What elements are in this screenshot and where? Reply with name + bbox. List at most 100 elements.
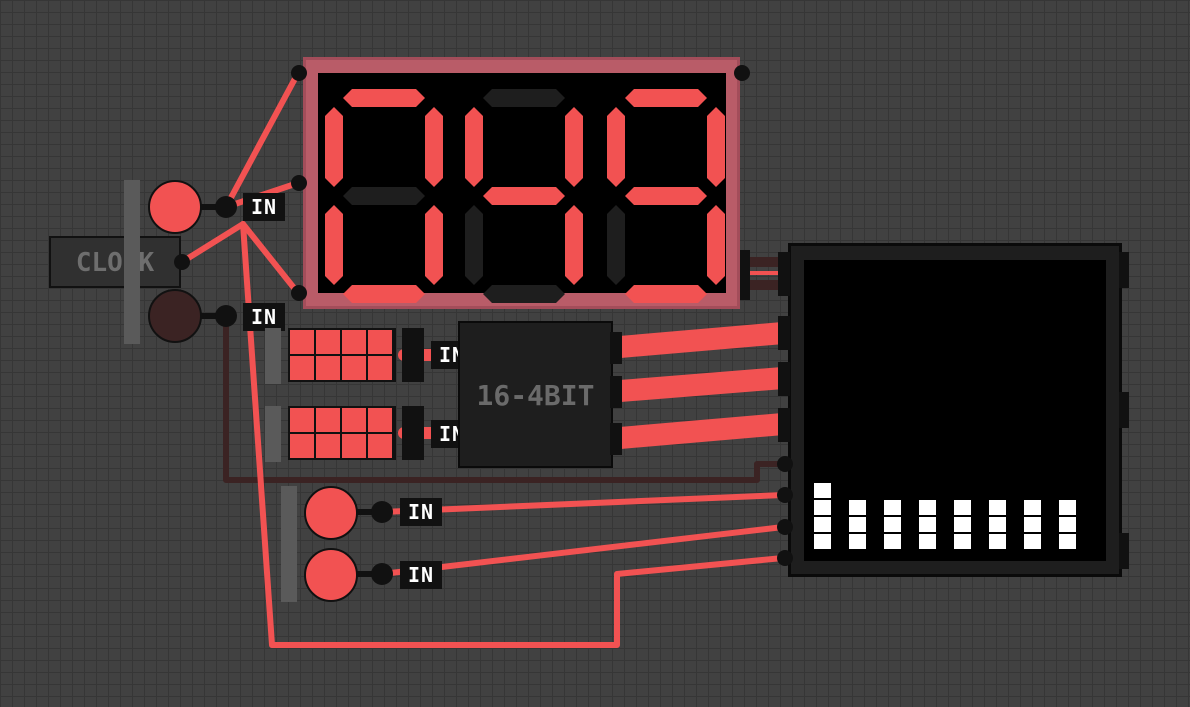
digit-3-segment-c	[707, 205, 725, 285]
display-pin-1[interactable]	[291, 65, 307, 81]
input-2-label: IN	[243, 303, 286, 331]
digit-2-segment-a	[483, 89, 565, 107]
dip-1-connector[interactable]	[402, 328, 424, 382]
digit-1-segment-b	[425, 107, 443, 187]
display-pin-4[interactable]	[734, 65, 750, 81]
screen-bus-in-0[interactable]	[778, 252, 790, 296]
push-button-1[interactable]	[148, 180, 202, 234]
digit-2-segment-b	[565, 107, 583, 187]
display-bus-connector[interactable]	[740, 250, 750, 300]
screen-bar-2-cell-3	[849, 500, 866, 515]
screen-right-pin-2[interactable]	[1119, 392, 1129, 428]
screen-bar-8-cell-2	[1059, 517, 1076, 532]
screen-bar-7-cell-2	[1024, 517, 1041, 532]
splitter-label: 16-4BIT	[476, 379, 595, 412]
input-4-label: IN	[400, 561, 443, 589]
dip-1-handle	[265, 328, 281, 384]
digit-1-segment-c	[425, 205, 443, 285]
screen-bus-in-2[interactable]	[778, 362, 790, 396]
pixel-screen[interactable]	[788, 243, 1122, 577]
button-1-pin[interactable]	[215, 196, 237, 218]
button-2-connector	[200, 313, 220, 319]
digit-3-segment-b	[707, 107, 725, 187]
push-button-3[interactable]	[304, 486, 358, 540]
digit-2-segment-d	[483, 285, 565, 303]
digit-2-segment-c	[565, 205, 583, 285]
digit-3-segment-a	[625, 89, 707, 107]
digit-3-segment-f	[607, 107, 625, 187]
screen-area	[804, 260, 1106, 561]
clock-label: CLOCK	[75, 248, 155, 278]
button-2-pin[interactable]	[215, 305, 237, 327]
screen-bar-4-cell-1	[919, 534, 936, 549]
button-3-pin[interactable]	[371, 501, 393, 523]
screen-pin-a[interactable]	[777, 456, 793, 472]
wire-clock-out	[179, 221, 301, 296]
display-pin-3[interactable]	[291, 285, 307, 301]
screen-bar-1-cell-2	[814, 517, 831, 532]
digit-1-segment-e	[325, 205, 343, 285]
button-3-stem	[281, 486, 297, 602]
screen-bar-1-cell-1	[814, 534, 831, 549]
splitter-out-1[interactable]	[610, 332, 622, 364]
button-3-connector	[356, 509, 376, 515]
screen-bar-3-cell-2	[884, 517, 901, 532]
digit-3-segment-e	[607, 205, 625, 285]
splitter-16-4bit[interactable]: 16-4BIT	[458, 321, 613, 468]
input-1-label: IN	[243, 193, 286, 221]
wire-to-display-top	[223, 70, 301, 210]
wire-long-loop	[240, 221, 786, 648]
seven-segment-display[interactable]	[303, 57, 740, 309]
screen-bar-8-cell-1	[1059, 534, 1076, 549]
screen-bar-8-cell-3	[1059, 500, 1076, 515]
dip-2-handle	[265, 406, 281, 462]
screen-bar-5-cell-3	[954, 500, 971, 515]
screen-bar-5-cell-2	[954, 517, 971, 532]
digit-1-segment-d	[343, 285, 425, 303]
dip-2-connector[interactable]	[402, 406, 424, 460]
wire-clock-enable	[223, 313, 786, 483]
splitter-out-3[interactable]	[610, 423, 622, 455]
dip-switch-1[interactable]	[288, 328, 396, 382]
screen-bar-1-cell-4	[814, 483, 831, 498]
bus-split-3	[609, 413, 794, 449]
push-button-4[interactable]	[304, 548, 358, 602]
push-button-2[interactable]	[148, 289, 202, 343]
screen-bar-2-cell-2	[849, 517, 866, 532]
screen-bus-in-1[interactable]	[778, 316, 790, 350]
button-1-connector	[200, 204, 220, 210]
dip-switch-2[interactable]	[288, 406, 396, 460]
button-4-pin[interactable]	[371, 563, 393, 585]
wire-in3	[379, 492, 786, 515]
digit-1-segment-g	[343, 187, 425, 205]
screen-bar-5-cell-1	[954, 534, 971, 549]
screen-bar-7-cell-1	[1024, 534, 1041, 549]
splitter-out-2[interactable]	[610, 376, 622, 408]
screen-bar-6-cell-1	[989, 534, 1006, 549]
input-3-label: IN	[400, 498, 443, 526]
screen-bar-4-cell-3	[919, 500, 936, 515]
digit-2-segment-e	[465, 205, 483, 285]
screen-pin-d[interactable]	[777, 550, 793, 566]
screen-pin-b[interactable]	[777, 487, 793, 503]
clock-component[interactable]: CLOCK	[49, 236, 181, 288]
display-pin-2[interactable]	[291, 175, 307, 191]
digit-1-segment-f	[325, 107, 343, 187]
digit-3-segment-g	[625, 187, 707, 205]
screen-bar-4-cell-2	[919, 517, 936, 532]
screen-bus-in-3[interactable]	[778, 408, 790, 442]
digit-3-segment-d	[625, 285, 707, 303]
screen-bar-3-cell-3	[884, 500, 901, 515]
button-1-stem	[124, 180, 140, 344]
screen-right-pin-3[interactable]	[1119, 533, 1129, 569]
screen-bar-6-cell-3	[989, 500, 1006, 515]
screen-bar-6-cell-2	[989, 517, 1006, 532]
digit-2-segment-g	[483, 187, 565, 205]
seven-segment-digits	[325, 89, 725, 303]
screen-bar-3-cell-1	[884, 534, 901, 549]
screen-right-pin-1[interactable]	[1119, 252, 1129, 288]
screen-pin-c[interactable]	[777, 519, 793, 535]
clock-output-pin[interactable]	[174, 254, 190, 270]
screen-bar-7-cell-3	[1024, 500, 1041, 515]
bus-split-2	[609, 367, 794, 402]
